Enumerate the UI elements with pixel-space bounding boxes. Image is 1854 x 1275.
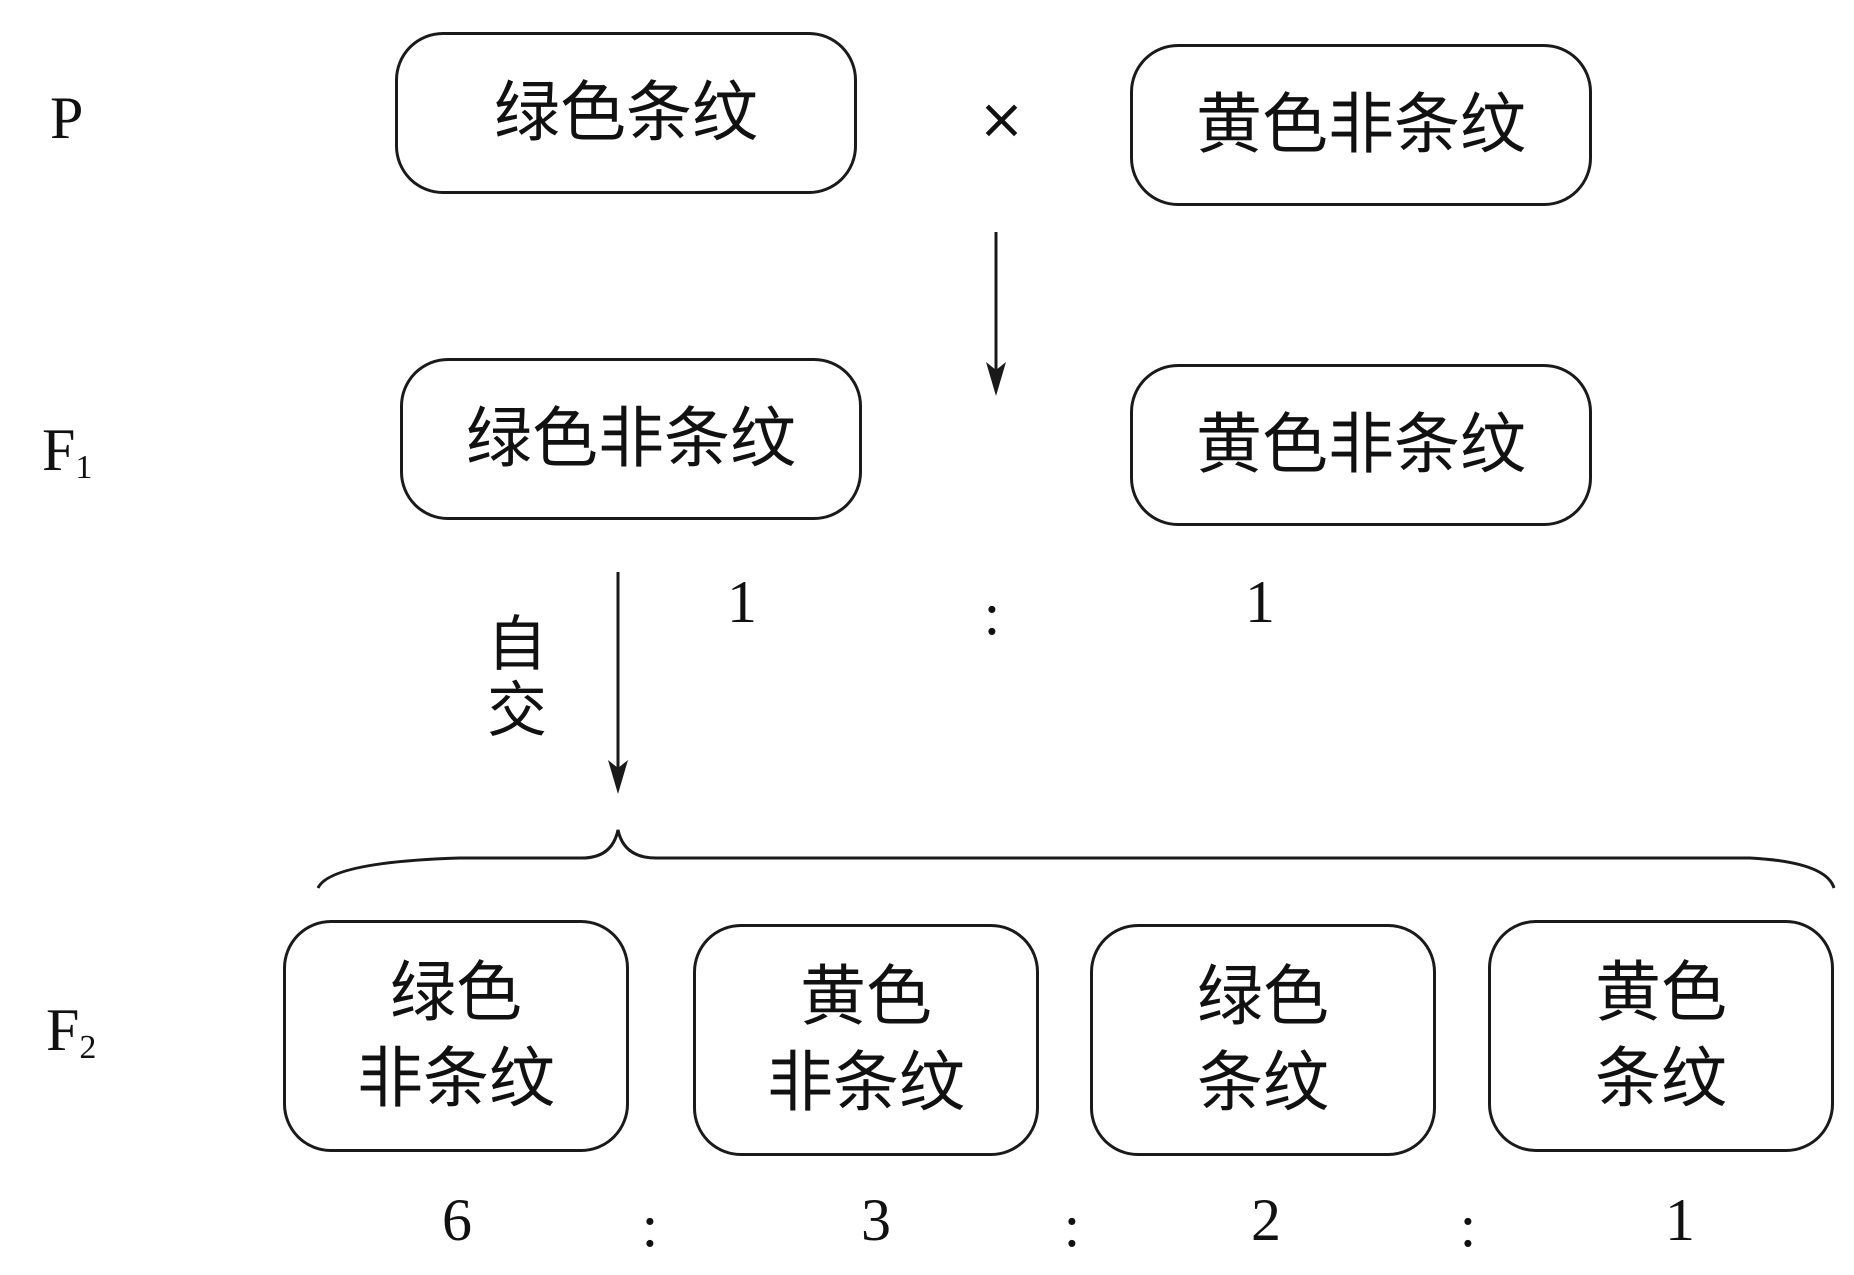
f2-box-1-text: 绿色 非条纹 <box>357 950 555 1122</box>
generation-p-letter: P <box>50 85 84 151</box>
f2-box-1-line2: 非条纹 <box>357 1040 555 1117</box>
f2-box-2-line2: 非条纹 <box>767 1044 965 1121</box>
f2-ratio-4: 1 <box>1665 1187 1695 1253</box>
f1-ratio-right: 1 <box>1245 569 1275 635</box>
f2-box-4-text: 黄色 条纹 <box>1595 950 1727 1122</box>
selfing-label: 自 交 <box>482 612 552 744</box>
f1-right-text: 黄色非条纹 <box>1196 406 1526 483</box>
f2-box-2-line1: 黄色 <box>800 958 932 1035</box>
generation-f2-subscript: 2 <box>79 1029 97 1066</box>
f1-box-right: 黄色非条纹 <box>1130 364 1592 526</box>
f1-box-left: 绿色非条纹 <box>400 358 862 520</box>
f2-box-2-text: 黄色 非条纹 <box>767 954 965 1126</box>
cross-symbol: × <box>978 87 1025 152</box>
parent-box-left: 绿色条纹 <box>395 32 857 194</box>
f2-box-1-line1: 绿色 <box>390 954 522 1031</box>
f1-left-text: 绿色非条纹 <box>466 400 796 477</box>
parent-right-text: 黄色非条纹 <box>1196 86 1526 163</box>
f2-ratio-colon-2: : <box>1063 1193 1081 1259</box>
f2-ratio-3: 2 <box>1251 1187 1281 1253</box>
f1-ratio-colon: : <box>983 581 1001 647</box>
f2-box-3: 绿色 条纹 <box>1090 924 1436 1156</box>
selfing-char-1: 自 <box>487 610 547 680</box>
f2-brace <box>316 829 1836 889</box>
f2-box-3-text: 绿色 条纹 <box>1197 954 1329 1126</box>
f2-ratio-2: 3 <box>861 1187 891 1253</box>
parent-left-text: 绿色条纹 <box>494 74 758 151</box>
f2-ratio-colon-1: : <box>641 1193 659 1259</box>
generation-f1-subscript: 1 <box>75 449 93 486</box>
f1-ratio-left: 1 <box>727 569 757 635</box>
f2-box-3-line1: 绿色 <box>1197 958 1329 1035</box>
generation-f2-letter: F <box>46 997 80 1063</box>
f2-box-3-line2: 条纹 <box>1197 1044 1329 1121</box>
f2-box-4: 黄色 条纹 <box>1488 920 1834 1152</box>
parent-box-right: 黄色非条纹 <box>1130 44 1592 206</box>
f2-ratio-1: 6 <box>442 1187 472 1253</box>
generation-label-p: P <box>50 88 83 148</box>
f2-ratio-colon-3: : <box>1459 1193 1477 1259</box>
cross-to-f1-arrowhead <box>986 362 1006 396</box>
f2-box-4-line2: 条纹 <box>1595 1040 1727 1117</box>
f2-box-1: 绿色 非条纹 <box>283 920 629 1152</box>
selfing-arrowhead <box>608 760 628 794</box>
selfing-char-2: 交 <box>487 676 547 746</box>
generation-label-f1: F1 <box>42 420 92 498</box>
generation-f1-letter: F <box>42 417 76 483</box>
f2-box-2: 黄色 非条纹 <box>693 924 1039 1156</box>
f2-box-4-line1: 黄色 <box>1595 954 1727 1031</box>
generation-label-f2: F2 <box>46 1000 96 1078</box>
